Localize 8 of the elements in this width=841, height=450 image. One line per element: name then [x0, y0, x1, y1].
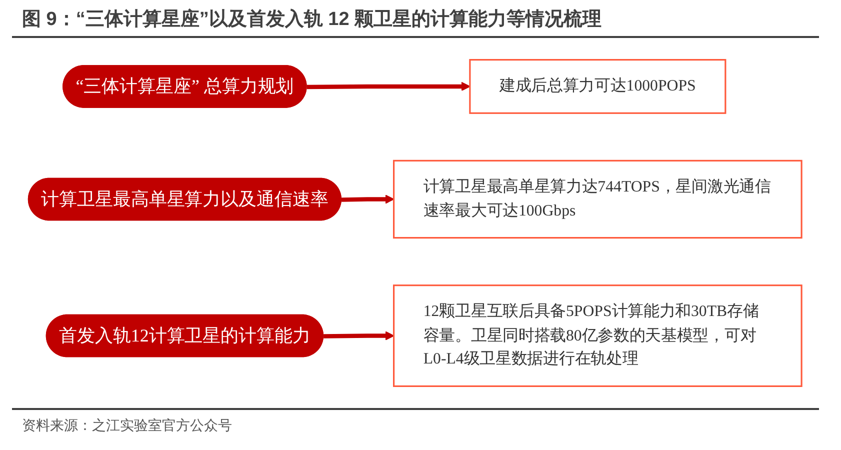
source-note: 资料来源：之江实验室官方公众号	[22, 417, 232, 435]
arrow	[341, 194, 394, 204]
node-box: 计算卫星最高单星算力达744TOPS，星间激光通信速率最大可达100Gbps	[393, 160, 802, 239]
figure-title: 图 9：“三体计算星座”以及首发入轨 12 颗卫星的计算能力等情况梳理	[22, 8, 602, 32]
node-box: 12颗卫星互联后具备5POPS计算能力和30TB存储容量。卫星同时搭载80亿参数的天基模型，可对L0-L4级卫星数据进行在轨处理	[393, 284, 802, 387]
arrow	[306, 82, 470, 92]
node-box: 建成后总算力可达1000POPS	[469, 59, 726, 114]
arrow	[324, 331, 394, 340]
